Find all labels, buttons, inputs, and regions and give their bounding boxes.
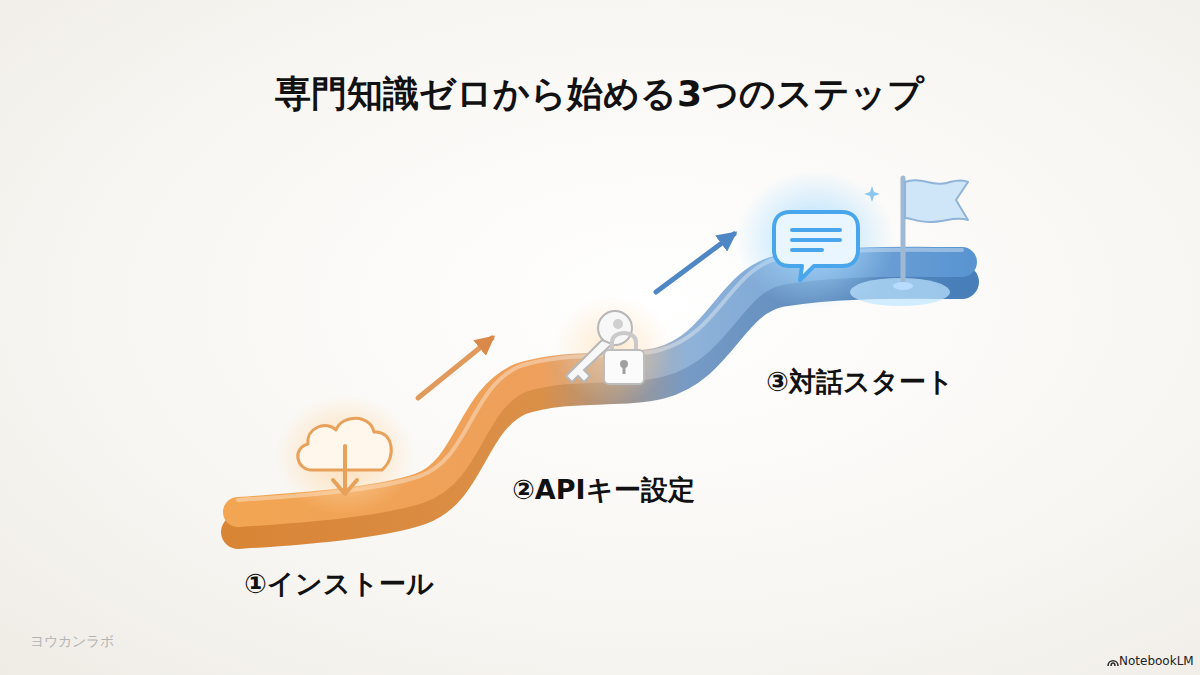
watermark: ヨウカンラボ — [30, 633, 114, 651]
diagram-title: 専門知識ゼロから始める3つのステップ — [275, 70, 924, 119]
brand-label: NotebookLM — [1119, 654, 1194, 668]
step-label: ③対話スタート — [766, 364, 954, 400]
step-label: ②APIキー設定 — [512, 472, 695, 508]
step-label: ①インストール — [244, 566, 434, 602]
